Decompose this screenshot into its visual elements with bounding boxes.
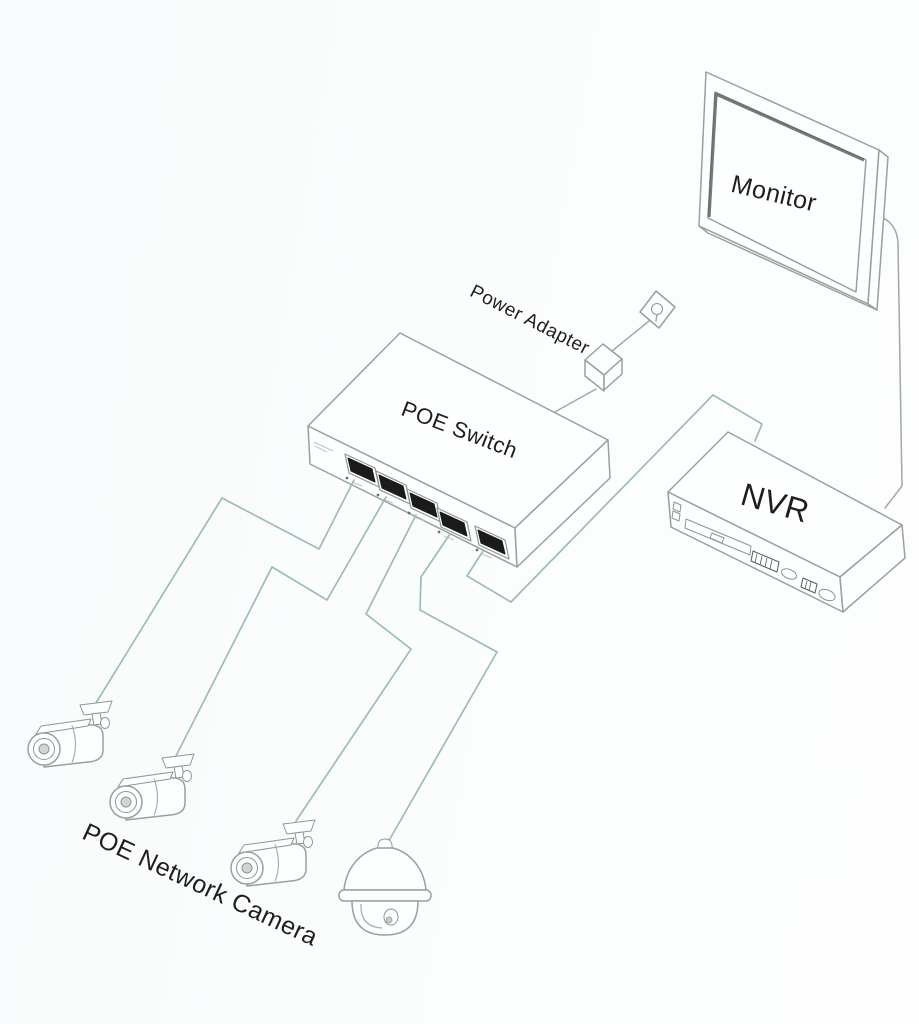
nvr [667, 431, 906, 613]
nvr-connector-block [750, 550, 780, 573]
switch-port-4 [436, 507, 472, 542]
dome-mount-knob [377, 838, 393, 850]
nvr-power-button [672, 501, 682, 513]
cable-switch-to-camera-2 [175, 496, 387, 757]
switch-side-face [514, 439, 611, 568]
dome-camera [338, 838, 432, 936]
dome-housing [343, 847, 427, 891]
bullet-camera-2 [109, 753, 195, 821]
cable-switch-to-camera-3 [295, 514, 417, 822]
nvr-ir-window [671, 510, 681, 522]
wall-outlet [639, 290, 676, 329]
outlet-socket-hole [651, 303, 663, 315]
nvr-side-face [839, 524, 906, 613]
nvr-knob-button-1 [780, 568, 798, 580]
power-cord-adapter-to-switch [552, 388, 597, 414]
nvr-usb-port [800, 577, 818, 594]
switch-port-5 [474, 525, 510, 560]
cable-switch-to-dome-camera [386, 533, 499, 845]
switch-port-1 [344, 453, 380, 488]
poe-switch [307, 332, 611, 568]
nvr-eject-button [709, 532, 725, 544]
monitor [698, 71, 889, 311]
power-adapter [584, 343, 623, 392]
monitor-screen-bezel-shadow [707, 92, 865, 218]
nvr-knob-button-2 [818, 588, 836, 602]
cable-switch-to-camera-1 [95, 479, 355, 704]
video-cable-monitor-to-nvr [878, 215, 903, 509]
dome-rim [338, 889, 432, 902]
power-cord-outlet-to-adapter [611, 316, 655, 352]
bullet-camera-1 [27, 700, 113, 768]
cable-switch-to-nvr [465, 393, 764, 604]
switch-small-print [313, 441, 334, 453]
bullet-camera-3 [230, 819, 316, 887]
